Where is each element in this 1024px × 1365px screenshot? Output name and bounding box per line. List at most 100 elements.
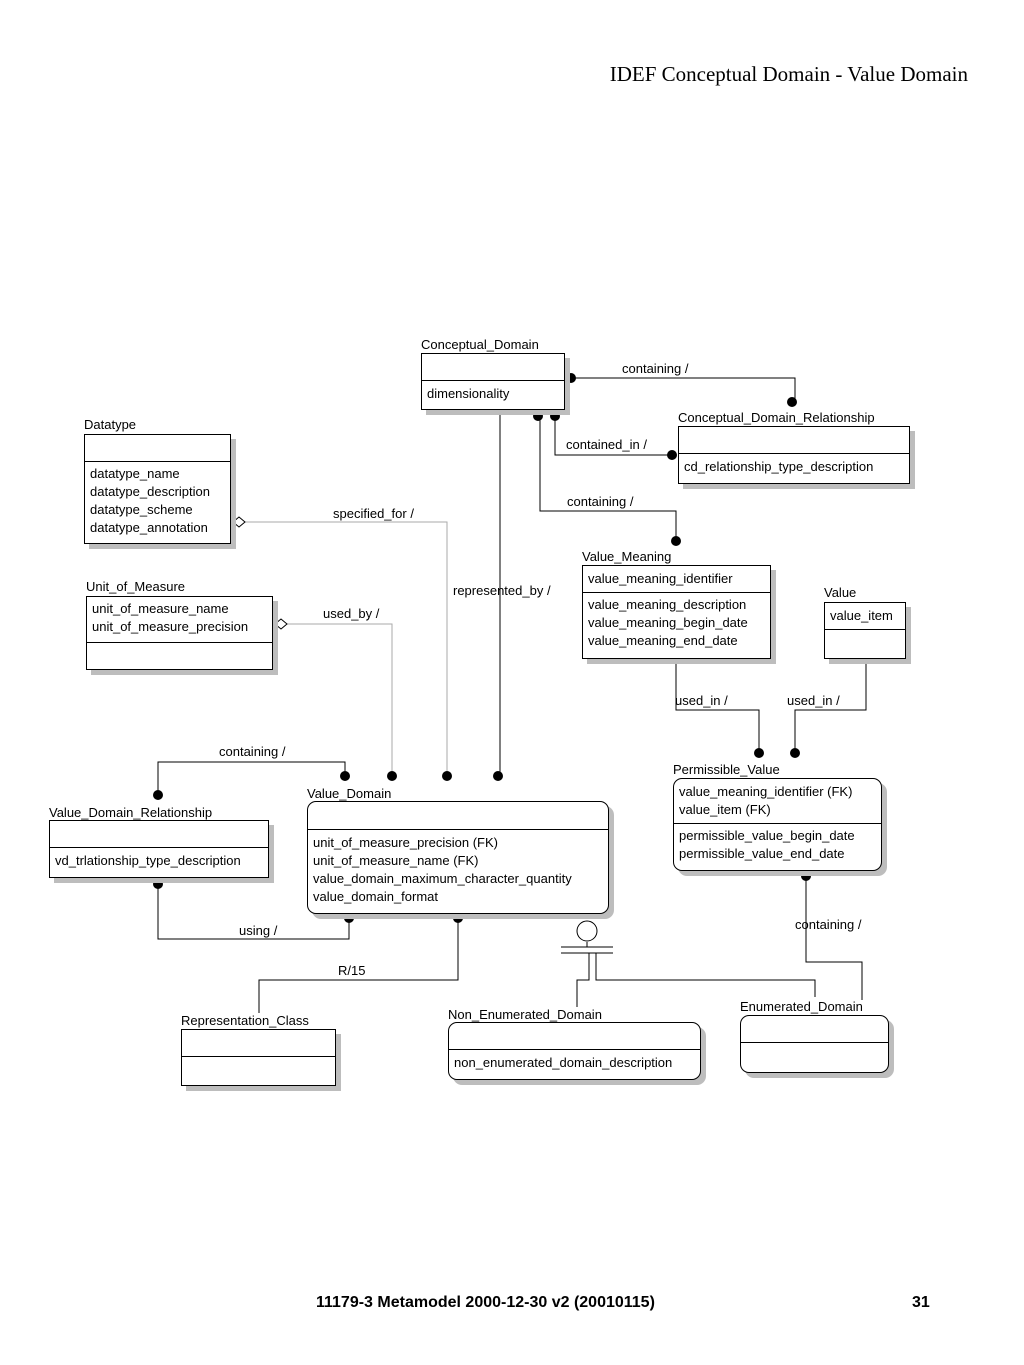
dot-pv-2 bbox=[790, 748, 800, 758]
entity-conceptual-domain: dimensionality bbox=[421, 353, 565, 410]
dot-cd-containing-start bbox=[566, 373, 576, 383]
subtype-circle bbox=[576, 920, 598, 942]
attr-row: cd_relationship_type_description bbox=[684, 459, 874, 474]
entity-name-conceptual-domain: Conceptual_Domain bbox=[421, 337, 539, 352]
attr-section: cd_relationship_type_description bbox=[679, 454, 909, 478]
key-section bbox=[182, 1030, 335, 1057]
line-subtype-enum bbox=[595, 953, 816, 997]
page-title: IDEF Conceptual Domain - Value Domain bbox=[609, 62, 968, 86]
entity-name-value-meaning: Value_Meaning bbox=[582, 549, 672, 564]
entity-value-domain: unit_of_measure_precision (FK) unit_of_m… bbox=[307, 801, 609, 914]
attr-row: permissible_value_begin_date bbox=[679, 828, 855, 843]
entity-name-non-enumerated-domain: Non_Enumerated_Domain bbox=[448, 1007, 602, 1022]
attr-row: value_domain_format bbox=[313, 889, 439, 904]
label-specified-for: specified_for / bbox=[333, 506, 414, 521]
attr-section bbox=[87, 643, 272, 647]
line-using bbox=[157, 884, 350, 940]
entity-enumerated-domain bbox=[740, 1015, 889, 1073]
entity-name-datatype: Datatype bbox=[84, 417, 137, 432]
entity-name-permissible-value: Permissible_Value bbox=[673, 762, 780, 777]
key-row: unit_of_measure_precision bbox=[92, 619, 249, 634]
entity-name-unit-of-measure: Unit_of_Measure bbox=[86, 579, 185, 594]
key-section bbox=[679, 427, 909, 454]
dot-cd-bottom-1 bbox=[533, 411, 543, 421]
dot-vd-top-3 bbox=[442, 771, 452, 781]
label-used-by: used_by / bbox=[323, 606, 380, 621]
line-vm-containing bbox=[539, 412, 677, 541]
dot-vd-top-1 bbox=[340, 771, 350, 781]
label-vdr-containing: containing / bbox=[219, 744, 286, 759]
attr-row: vd_trlationship_type_description bbox=[55, 853, 241, 868]
key-row: unit_of_measure_name bbox=[92, 601, 229, 616]
attr-section: value_meaning_description value_meaning_… bbox=[583, 593, 770, 652]
attr-section: datatype_name datatype_description datat… bbox=[85, 462, 230, 539]
attr-row: dimensionality bbox=[427, 386, 510, 401]
label-contained-in: contained_in / bbox=[566, 437, 647, 452]
label-value-used-in: used_in / bbox=[787, 693, 840, 708]
entity-permissible-value: value_meaning_identifier (FK) value_item… bbox=[673, 778, 882, 871]
line-subtype-non-enum bbox=[576, 953, 590, 1007]
entity-value-meaning: value_meaning_identifier value_meaning_d… bbox=[582, 565, 771, 659]
key-section bbox=[422, 354, 564, 381]
attr-row: value_meaning_description bbox=[588, 597, 747, 612]
label-vm-containing: containing / bbox=[567, 494, 634, 509]
key-row: value_meaning_identifier bbox=[588, 571, 733, 586]
page-number: 31 bbox=[912, 1294, 930, 1311]
dot-pv-bottom bbox=[801, 871, 811, 881]
attr-section bbox=[182, 1057, 335, 1061]
attr-row: value_meaning_begin_date bbox=[588, 615, 748, 630]
entity-unit-of-measure: unit_of_measure_name unit_of_measure_pre… bbox=[86, 596, 273, 670]
attr-row: unit_of_measure_name (FK) bbox=[313, 853, 479, 868]
attr-row: permissible_value_end_date bbox=[679, 846, 845, 861]
label-r15: R/15 bbox=[338, 963, 366, 978]
attr-section: non_enumerated_domain_description bbox=[449, 1050, 700, 1074]
entity-name-value-domain-relationship: Value_Domain_Relationship bbox=[49, 805, 213, 820]
dot-vd-bottom-1 bbox=[344, 913, 354, 923]
dot-vm-end bbox=[671, 536, 681, 546]
attr-row: datatype_name bbox=[90, 466, 180, 481]
attr-section bbox=[741, 1043, 888, 1047]
key-section bbox=[741, 1016, 888, 1043]
dot-vd-top-2 bbox=[387, 771, 397, 781]
diamond-uom bbox=[274, 618, 288, 630]
attr-section: dimensionality bbox=[422, 381, 564, 405]
entity-name-cd-relationship: Conceptual_Domain_Relationship bbox=[678, 410, 875, 425]
entity-name-value: Value bbox=[824, 585, 857, 600]
footer-text: 11179-3 Metamodel 2000-12-30 v2 (2001011… bbox=[316, 1294, 655, 1311]
attr-row: value_meaning_end_date bbox=[588, 633, 738, 648]
dot-vdr-bottom bbox=[153, 879, 163, 889]
entity-name-value-domain: Value_Domain bbox=[307, 786, 392, 801]
label-using: using / bbox=[239, 923, 278, 938]
entity-representation-class bbox=[181, 1029, 336, 1086]
line-pv-containing bbox=[805, 876, 863, 1000]
dot-contained-in-end bbox=[667, 450, 677, 460]
line-specified-for bbox=[245, 521, 448, 776]
attr-section bbox=[825, 630, 905, 634]
dot-vd-bottom-2 bbox=[453, 913, 463, 923]
line-used-by bbox=[287, 623, 393, 776]
key-row: value_item (FK) bbox=[679, 802, 771, 817]
line-value-used-in bbox=[794, 660, 867, 753]
line-contained-in bbox=[554, 412, 672, 456]
key-section bbox=[308, 802, 608, 830]
line-r15 bbox=[258, 918, 459, 1013]
entity-name-enumerated-domain: Enumerated_Domain bbox=[740, 999, 863, 1014]
attr-row: datatype_scheme bbox=[90, 502, 193, 517]
attr-row: unit_of_measure_precision (FK) bbox=[313, 835, 498, 850]
dot-vd-top-4 bbox=[493, 771, 503, 781]
attr-section: permissible_value_begin_date permissible… bbox=[674, 824, 881, 865]
attr-section: unit_of_measure_precision (FK) unit_of_m… bbox=[308, 830, 608, 908]
attr-row: non_enumerated_domain_description bbox=[454, 1055, 673, 1070]
entity-value: value_item bbox=[824, 602, 906, 659]
label-pv-containing: containing / bbox=[795, 917, 862, 932]
label-represented-by: represented_by / bbox=[453, 583, 551, 598]
key-row: value_item bbox=[830, 608, 893, 623]
key-section bbox=[50, 821, 268, 848]
entity-non-enumerated-domain: non_enumerated_domain_description bbox=[448, 1022, 701, 1080]
key-section bbox=[449, 1023, 700, 1050]
key-section: unit_of_measure_name unit_of_measure_pre… bbox=[87, 597, 272, 643]
entity-value-domain-relationship: vd_trlationship_type_description bbox=[49, 820, 269, 878]
dot-cd-bottom-2 bbox=[550, 411, 560, 421]
key-row: value_meaning_identifier (FK) bbox=[679, 784, 853, 799]
